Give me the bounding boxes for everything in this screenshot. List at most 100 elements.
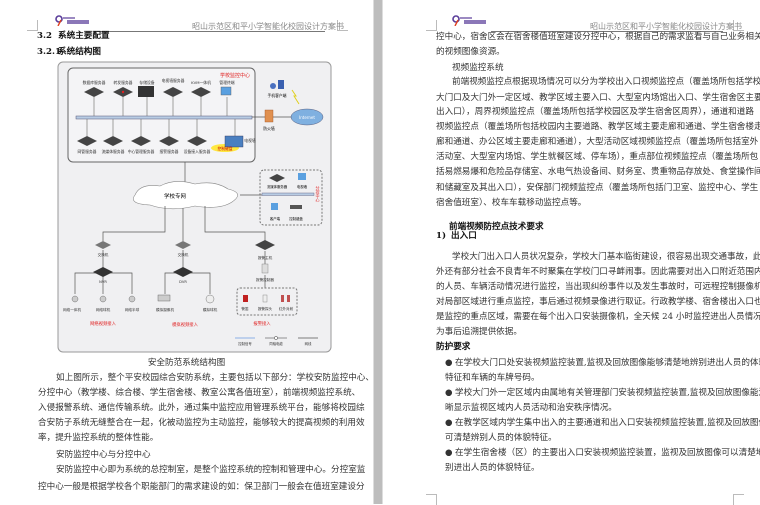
- section-heading: 前端视频防控点技术要求: [449, 222, 544, 232]
- bottom-devices: 网管服务器 流媒体服务器 中心管理服务器 报警服务器 设备接入服务器 控制键盘电…: [77, 119, 256, 154]
- body-line: 的视频图像资源。: [436, 47, 505, 57]
- device: 管理终端: [219, 80, 235, 116]
- section-number: 3.2: [37, 31, 52, 41]
- group-labels: 网络视频接入 模拟视频接入 报警接入: [90, 320, 271, 328]
- subsection-number: 3.2.1: [37, 47, 61, 57]
- body-line: 和储藏室及其出入口），安保部门视频监控点（覆盖场所包括门卫室、监控中心、学生: [436, 183, 759, 193]
- company-logo: [55, 15, 89, 26]
- device: 转发服务器: [113, 80, 133, 116]
- header-rule: [95, 31, 325, 32]
- device: 存储设备: [138, 80, 155, 116]
- svg-text:流媒体服务器: 流媒体服务器: [102, 149, 125, 154]
- svg-text:网管服务器: 网管服务器: [78, 149, 97, 154]
- body-line: 如上图所示，整个平安校园综合安防系统，主要包括以下部分：学校安防监控中心、: [56, 373, 374, 383]
- page-gap: [373, 0, 383, 504]
- bullet-line: 在学校大门口处安装视频监控装置,监视及回放图像能够清楚地辨别进出人员的体貌: [455, 358, 760, 368]
- subsection-title: 系统结构图: [58, 47, 101, 57]
- svg-text:网络视频接入: 网络视频接入: [90, 320, 116, 327]
- svg-text:红外对射: 红外对射: [279, 306, 294, 311]
- switch-icon: [95, 241, 111, 249]
- svg-text:电视墙: 电视墙: [244, 138, 256, 143]
- sub-center-title: 分控中心: [316, 185, 321, 202]
- body-line: 前端视频监控点根据现场情况可以分为学校出入口视频监控点（覆盖场所包括学校: [452, 77, 760, 87]
- body-line: 括易燃易爆和危险品存储室、水电气热设备间、财务室、贵重物品存放处、食堂操作间: [436, 167, 760, 177]
- svg-text:报警探头: 报警探头: [258, 306, 273, 311]
- body-line: 入侵报警系统、通信传输系统。此外，通过集中监控应用管理系统平台，能够将校园综: [38, 403, 365, 413]
- sub-device-label: 控制键盘: [289, 216, 303, 221]
- svg-text:控制键盘: 控制键盘: [217, 146, 232, 151]
- svg-text:网线: 网线: [305, 341, 312, 346]
- mobile-client-icon: [270, 83, 276, 89]
- svg-text:模拟球机: 模拟球机: [203, 307, 218, 312]
- bullet-line: 特征和车辆的车牌号码。: [445, 373, 540, 383]
- svg-text:数据库服务器: 数据库服务器: [83, 80, 106, 85]
- svg-text:设备接入服务器: 设备接入服务器: [184, 149, 211, 154]
- right-page: 昭山示范区和平小学智能化校园设计方案书 控中心，宿舍区会在宿舍楼值班室建设分控中…: [383, 0, 760, 505]
- internet-label: Internet: [299, 115, 315, 120]
- svg-text:报警控制器: 报警控制器: [256, 277, 274, 282]
- body-line: 大门口及大门外一定区域、教学区域主要入口、大型室内场馆出入口、学生宿舍区主要: [436, 93, 760, 103]
- device: 流媒体服务器: [102, 119, 125, 154]
- figure-caption: 安全防范系统结构图: [147, 358, 226, 368]
- header-title: 昭山示范区和平小学智能化校园设计方案书: [192, 22, 344, 31]
- body-line: 出入口），周界视频监控点（覆盖场所包括学校园区及学生宿舍区周界），通道和道路: [436, 107, 754, 117]
- body-line: 控中心，宿舍区会在宿舍楼值班室建设分控中心，根据自己的需求监看与自己业务相关: [436, 32, 760, 42]
- device: 设备接入服务器: [184, 119, 211, 154]
- firewall-label: 防火墙: [263, 126, 275, 131]
- svg-text:报警主机: 报警主机: [258, 255, 273, 260]
- device: 报警服务器: [159, 119, 179, 154]
- alarm-controller-icon: [261, 263, 269, 274]
- nvr-icon: [93, 267, 113, 277]
- item-title: 出入口: [451, 231, 477, 241]
- svg-text:网络一体机: 网络一体机: [63, 307, 81, 312]
- bullet-icon: ●: [445, 448, 453, 458]
- firewall-icon: [264, 109, 274, 123]
- sub-device-label: 流媒体服务器: [267, 184, 288, 189]
- subheading-line: 安防监控中心与分控中心: [56, 450, 151, 460]
- body-line: 外还有部分社会不良青年不时聚集在学校门口寻衅闹事。因此需要对出入口附近范围内: [436, 267, 760, 277]
- svg-text:存储设备: 存储设备: [139, 80, 154, 85]
- bullet-line: 别进出人员的体貌特征。: [445, 463, 540, 473]
- crop-mark: [733, 494, 744, 505]
- sub-center-box: [259, 169, 323, 226]
- sub-device-label: 客户端: [270, 216, 281, 221]
- svg-text:交换机: 交换机: [98, 252, 109, 257]
- alarm-host-icon: [255, 240, 275, 250]
- svg-text:KVM一体机: KVM一体机: [191, 80, 211, 85]
- body-line: 分控中心（教学楼、综合楼、学生宿舍楼、教室公寓各值班室），前端视频监控系统、: [38, 388, 361, 398]
- bullet-line: 晰显示监视区域内人员活动和治安秩序情况。: [445, 403, 617, 413]
- svg-text:转发服务器: 转发服务器: [114, 80, 133, 85]
- system-structure-diagram: 学校监控中心 数据库服务器 转发服务器 存储设备 电视墙服务器 KVM一体机 管…: [57, 61, 332, 353]
- svg-text:网络半球: 网络半球: [125, 307, 140, 312]
- svg-text:模拟视频接入: 模拟视频接入: [172, 321, 198, 328]
- svg-text:同轴电缆: 同轴电缆: [269, 341, 283, 346]
- svg-text:NVR: NVR: [99, 280, 107, 284]
- body-line: 活动室、大型室内场馆、学生就餐区域、停车场），重点部位视频监控点（覆盖场所包: [436, 152, 759, 162]
- dvr-icon: [173, 267, 193, 277]
- device: KVM一体机: [191, 80, 211, 116]
- body-line: 为事后追溯提供依据。: [436, 327, 522, 337]
- svg-text:报警服务器: 报警服务器: [160, 149, 179, 154]
- top-devices: 数据库服务器 转发服务器 存储设备 电视墙服务器 KVM一体机 管理终端: [83, 78, 235, 116]
- body-line: 合安防子系统无缝整合在一起，化被动监控为主动监控，能够较大的提高视频的利用效: [38, 418, 365, 428]
- device: 数据库服务器: [83, 80, 106, 116]
- company-logo: [452, 15, 486, 26]
- body-line: 控中心一般是根据学校各个职能部门的需求建设的如：保卫部门一般会在值班室建设分: [38, 482, 365, 492]
- center-title: 学校监控中心: [220, 72, 250, 79]
- bullet-icon: ●: [445, 358, 453, 368]
- device: 网管服务器: [77, 119, 97, 154]
- internet-cloud-icon: [290, 108, 324, 126]
- school-network-cloud: [133, 181, 238, 210]
- bullet-line: 学校大门外一定区域内由属地有关管理部门安装视频监控装置,监视及回放图像能清: [455, 388, 760, 398]
- svg-text:交换机: 交换机: [178, 252, 189, 257]
- body-line: 视频监控点（覆盖场所包括校园内主要道路、教学区域主要走廊和通道、学生宿舍楼走: [436, 122, 760, 132]
- center-bus: [75, 115, 253, 120]
- body-line: 宿舍值班室）、校车车载移动监控点等。: [436, 198, 587, 208]
- bullet-line: 可清楚辨别人员的体貌特征。: [445, 433, 557, 443]
- svg-text:网络球机: 网络球机: [96, 307, 111, 312]
- svg-text:报警接入: 报警接入: [253, 320, 271, 327]
- device: 电视墙服务器: [162, 78, 185, 116]
- crop-mark: [27, 20, 38, 31]
- protection-heading: 防护要求: [436, 342, 471, 352]
- svg-text:管理终端: 管理终端: [219, 80, 234, 85]
